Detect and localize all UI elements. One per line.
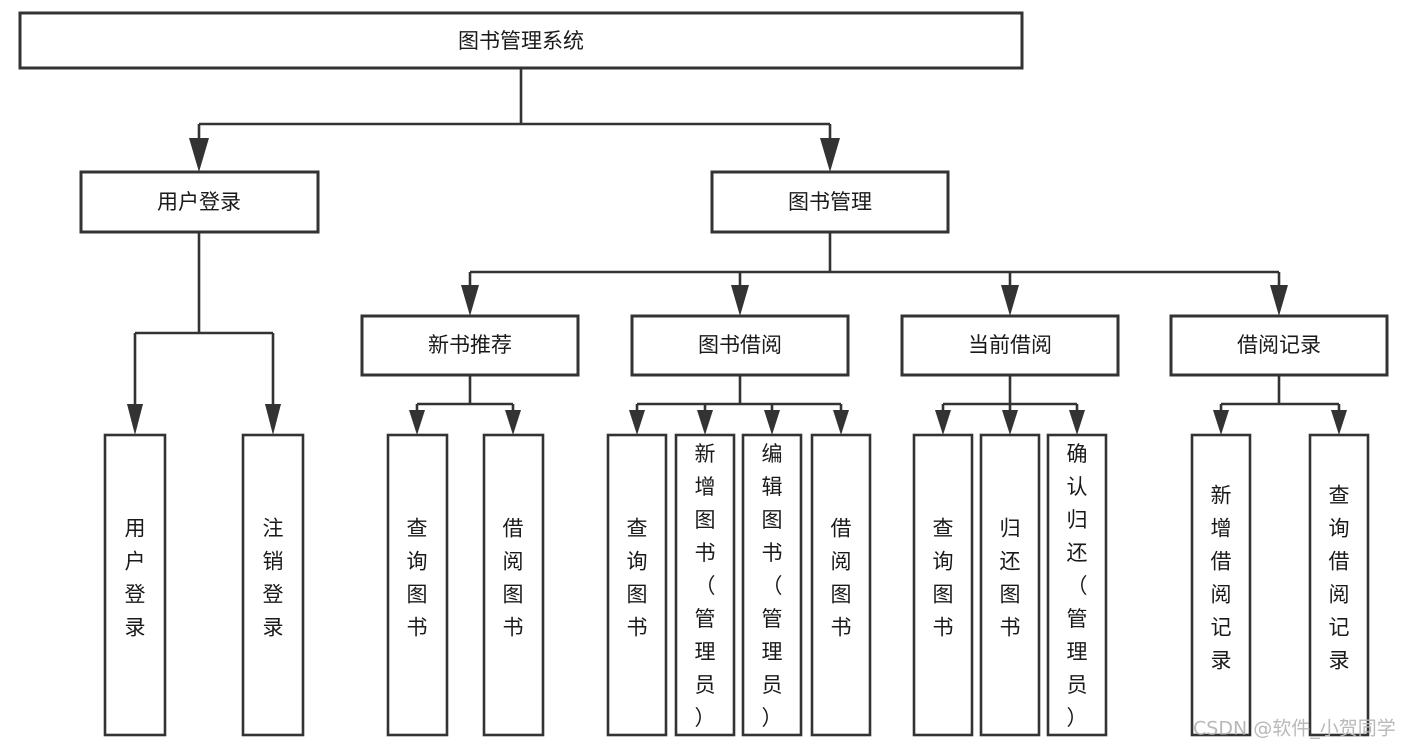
connector-layer <box>127 68 1347 435</box>
node-book-borrow[interactable]: 图书借阅 <box>630 314 850 377</box>
arrow-leaf-confirm-return <box>1069 410 1085 435</box>
node-leaf-query-record-box[interactable] <box>1308 433 1370 737</box>
leaf-layer: 用户登录 注销登录 查询图书 借阅图书 查询图书 新增图书（管理员） 编辑图书（… <box>103 433 1370 737</box>
arrow-leaf-query-book-1 <box>409 410 425 435</box>
node-root-box[interactable] <box>18 11 1024 70</box>
node-book-manage-box[interactable] <box>710 170 950 234</box>
arrow-leaf-add-book <box>697 410 713 435</box>
node-leaf-logout-login-label: 注销登录 <box>263 517 284 640</box>
node-leaf-add-record-box[interactable] <box>1190 433 1252 737</box>
node-leaf-query-book-3-box[interactable] <box>912 433 974 737</box>
arrow-to-borrow-record <box>1270 285 1288 316</box>
node-current-borrow-label: 当前借阅 <box>968 333 1052 357</box>
node-new-book-recommend-label: 新书推荐 <box>428 333 512 357</box>
arrow-to-current-borrow <box>1001 285 1019 316</box>
node-leaf-borrow-book-2-label: 借阅图书 <box>831 517 852 640</box>
arrow-leaf-return-book <box>1002 410 1018 435</box>
node-leaf-query-book-2[interactable]: 查询图书 <box>606 433 668 737</box>
node-new-book-recommend-box[interactable] <box>360 314 580 377</box>
node-leaf-query-book-3[interactable]: 查询图书 <box>912 433 974 737</box>
arrow-to-book-borrow <box>731 285 749 316</box>
node-leaf-edit-book-box[interactable] <box>741 433 803 737</box>
node-book-borrow-box[interactable] <box>630 314 850 377</box>
arrow-to-new-book-recommend <box>461 285 479 316</box>
node-leaf-confirm-return-label: 确认归还（管理员） <box>1067 442 1088 730</box>
node-leaf-borrow-book-2-box[interactable] <box>810 433 872 737</box>
node-leaf-add-book-label: 新增图书（管理员） <box>695 442 716 730</box>
node-borrow-record[interactable]: 借阅记录 <box>1169 314 1389 377</box>
node-leaf-user-login-box[interactable] <box>103 433 167 737</box>
node-leaf-add-record-label: 新增借阅记录 <box>1211 484 1232 673</box>
node-leaf-return-book-box[interactable] <box>979 433 1041 737</box>
node-leaf-confirm-return-box[interactable] <box>1046 433 1108 737</box>
arrow-leaf-edit-book <box>764 410 780 435</box>
node-leaf-query-book-1[interactable]: 查询图书 <box>386 433 449 737</box>
arrow-leaf-borrow-book-2 <box>833 410 849 435</box>
node-leaf-user-login-label: 用户登录 <box>125 517 146 640</box>
node-leaf-query-record-label: 查询借阅记录 <box>1329 484 1350 673</box>
node-leaf-query-book-3-label: 查询图书 <box>933 517 954 640</box>
node-leaf-add-record[interactable]: 新增借阅记录 <box>1190 433 1252 737</box>
arrow-leaf-borrow-book-1 <box>505 410 521 435</box>
arrow-to-book-manage <box>820 138 840 172</box>
node-leaf-logout-login[interactable]: 注销登录 <box>241 433 305 737</box>
node-book-manage-label: 图书管理 <box>788 190 872 214</box>
node-new-book-recommend[interactable]: 新书推荐 <box>360 314 580 377</box>
node-leaf-query-book-2-label: 查询图书 <box>627 517 648 640</box>
node-root-label: 图书管理系统 <box>458 29 584 53</box>
node-leaf-edit-book[interactable]: 编辑图书（管理员） <box>741 433 803 737</box>
node-leaf-logout-login-box[interactable] <box>241 433 305 737</box>
node-book-borrow-label: 图书借阅 <box>698 333 782 357</box>
arrow-leaf-query-record <box>1331 410 1347 435</box>
node-leaf-query-book-1-box[interactable] <box>386 433 449 737</box>
node-leaf-query-record[interactable]: 查询借阅记录 <box>1308 433 1370 737</box>
node-leaf-return-book-label: 归还图书 <box>1000 517 1021 640</box>
node-leaf-borrow-book-1-box[interactable] <box>482 433 545 737</box>
node-leaf-edit-book-label: 编辑图书（管理员） <box>762 442 783 730</box>
arrow-leaf-query-book-2 <box>629 410 645 435</box>
node-borrow-record-box[interactable] <box>1169 314 1389 377</box>
arrow-leaf-logout-login <box>265 404 281 435</box>
node-user-login-label: 用户登录 <box>157 190 241 214</box>
node-leaf-user-login[interactable]: 用户登录 <box>103 433 167 737</box>
node-leaf-add-book[interactable]: 新增图书（管理员） <box>674 433 736 737</box>
node-root[interactable]: 图书管理系统 <box>18 11 1024 70</box>
node-leaf-query-book-2-box[interactable] <box>606 433 668 737</box>
node-borrow-record-label: 借阅记录 <box>1237 333 1321 357</box>
csdn-watermark: CSDN @软件_小贺同学 <box>1193 718 1396 740</box>
arrow-leaf-query-book-3 <box>935 410 951 435</box>
node-leaf-add-book-box[interactable] <box>674 433 736 737</box>
node-current-borrow-box[interactable] <box>900 314 1120 377</box>
arrow-leaf-user-login <box>127 404 143 435</box>
node-leaf-confirm-return[interactable]: 确认归还（管理员） <box>1046 433 1108 737</box>
node-user-login-box[interactable] <box>79 170 320 234</box>
node-current-borrow[interactable]: 当前借阅 <box>900 314 1120 377</box>
node-book-manage[interactable]: 图书管理 <box>710 170 950 234</box>
node-leaf-return-book[interactable]: 归还图书 <box>979 433 1041 737</box>
arrow-to-user-login <box>189 138 209 172</box>
node-leaf-borrow-book-1[interactable]: 借阅图书 <box>482 433 545 737</box>
node-leaf-borrow-book-2[interactable]: 借阅图书 <box>810 433 872 737</box>
node-leaf-borrow-book-1-label: 借阅图书 <box>503 517 524 640</box>
arrow-leaf-add-record <box>1213 410 1229 435</box>
node-leaf-query-book-1-label: 查询图书 <box>407 517 428 640</box>
node-user-login[interactable]: 用户登录 <box>79 170 320 234</box>
